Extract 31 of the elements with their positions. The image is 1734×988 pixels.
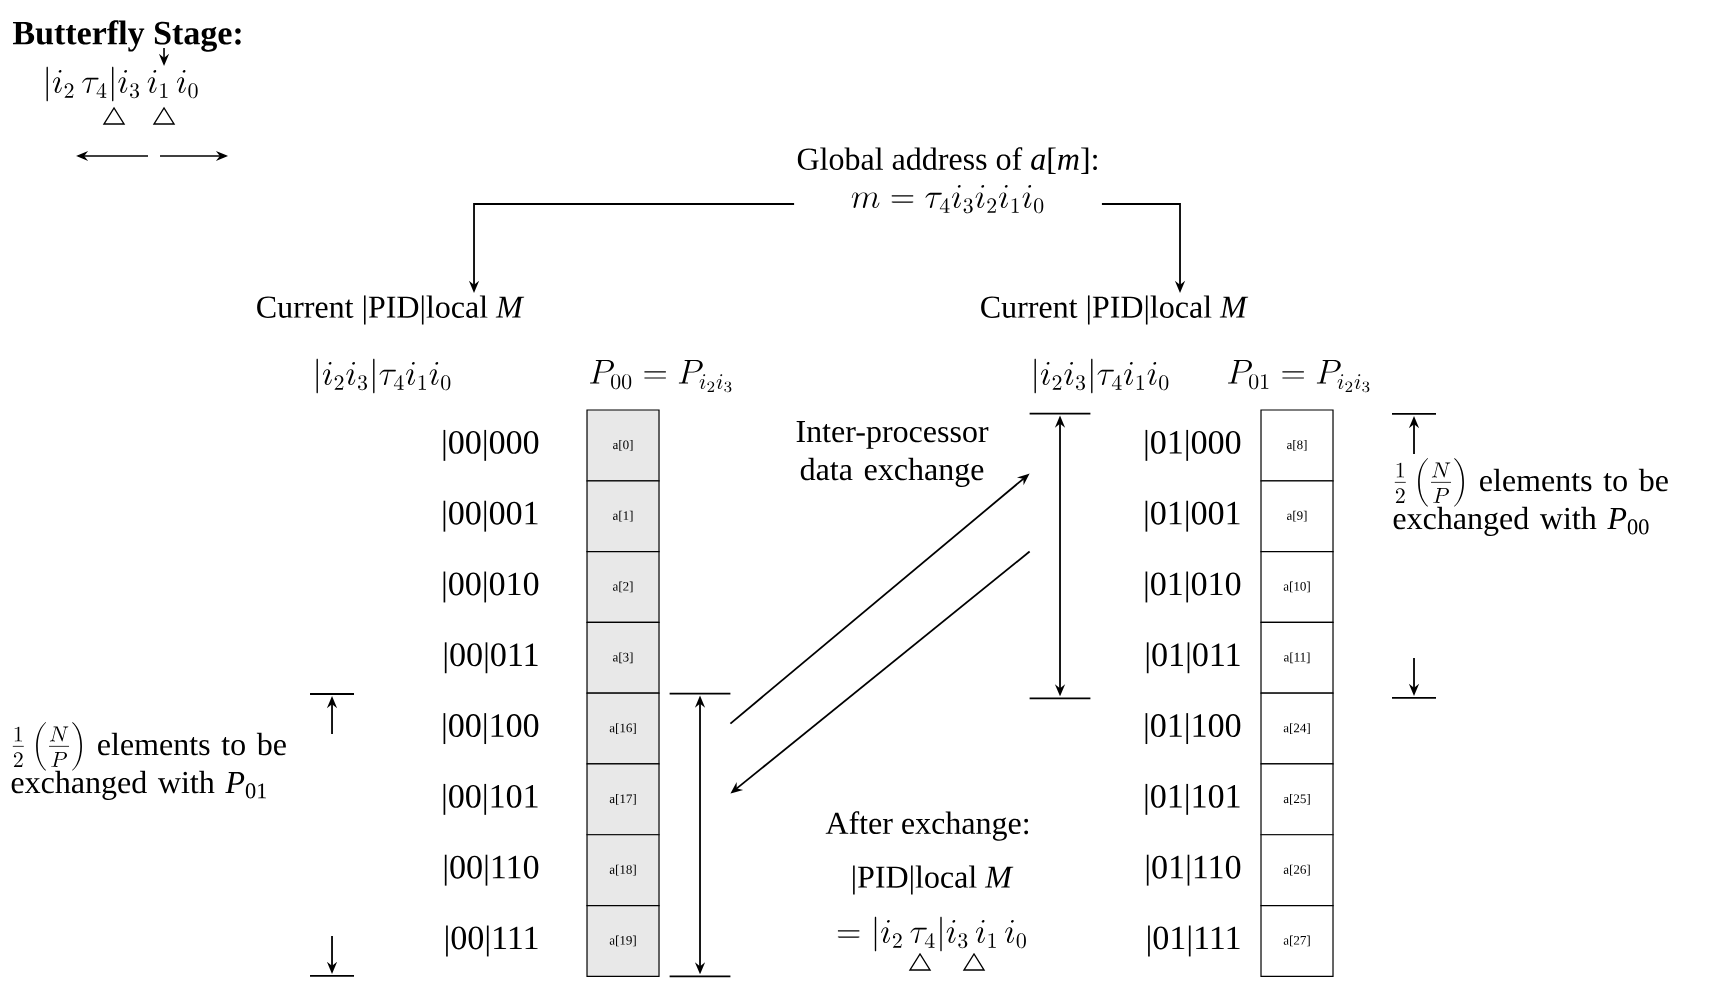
column-header: Current |PID|local M [257,295,525,325]
address-label: |01|111 [1148,925,1240,957]
heading: Butterfly Stage: [13,20,241,52]
range-arrow [1028,412,1092,700]
address-label: |01|110 [1146,854,1241,886]
address-label: |00|100 [443,713,539,745]
address-label: |00|101 [443,783,538,815]
note-text: $\frac{1}{2}\left(\frac{N}{P}\right)$ elements to be exchanged with P$_{01}$ [11,722,286,800]
address-label: |01|001 [1145,500,1240,532]
range-arrow [668,692,732,978]
column-header: Current |PID|local M [981,295,1249,325]
address-label: |00|111 [446,925,538,957]
formula: $|i_2 i_3|\tau_4 i_1 i_0$ [316,358,451,394]
annotation-text: After exchange: [825,811,1029,841]
address-label: |00|011 [444,642,538,674]
address-label: |01|101 [1145,783,1240,815]
address-text: Global address of a[m]: $m = \tau_4 i_3 i_2 i_1 i_0$ [797,147,1097,214]
note-text: $\frac{1}{2}\left(\frac{N}{P}\right)$ elements to be exchanged with P$_{00}$ [1393,458,1668,536]
formula: $|i_2\,\tau_4|i_3\,i_1\,i_0$ [46,66,198,102]
address-label: |00|010 [443,571,539,603]
formula: $= |i_2\,\tau_4|i_3\,i_1\,i_0$ [837,916,1026,952]
annotation-text: |PID|local M [853,865,1014,895]
address-label: |00|001 [443,500,538,532]
address-label: |01|011 [1146,642,1240,674]
annotation-text: Inter-processor data exchange [796,421,989,487]
formula: $|i_2 i_3|\tau_4 i_1 i_0$ [1034,358,1169,394]
address-label: |01|010 [1145,571,1241,603]
address-label: |00|000 [443,429,539,461]
address-label: |01|000 [1145,429,1241,461]
address-label: |01|100 [1145,713,1241,745]
address-label: |00|110 [444,854,539,886]
